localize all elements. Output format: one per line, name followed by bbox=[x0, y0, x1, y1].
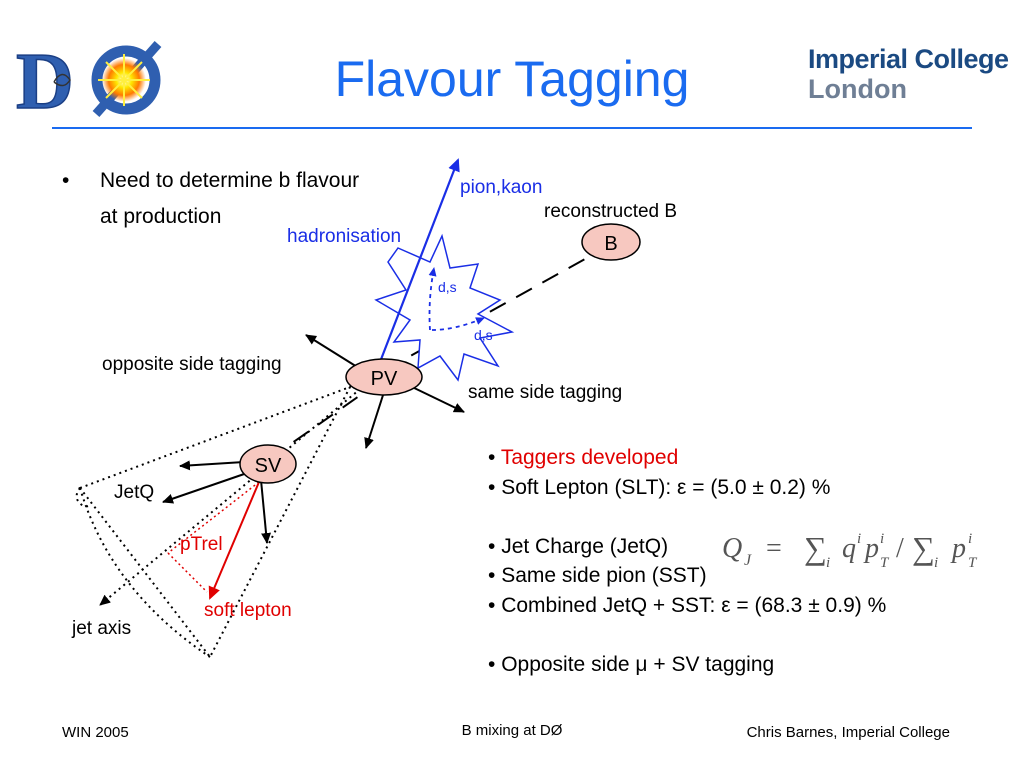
jet-charge-formula: Q J = ∑ i q i p i T / ∑ i p i T bbox=[722, 530, 978, 571]
hadronisation-label: hadronisation bbox=[287, 226, 401, 247]
formula-idx-1: i bbox=[826, 555, 830, 571]
note-opposite-text: Opposite side μ + SV tagging bbox=[501, 652, 775, 676]
quark-line-1 bbox=[428, 267, 437, 331]
bullet-dot: • bbox=[62, 169, 70, 192]
sv-node-label: SV bbox=[255, 455, 282, 477]
formula-sum-2: ∑ bbox=[912, 530, 935, 566]
same-side-label: same side tagging bbox=[468, 382, 622, 403]
note-combined: • Combined JetQ + SST: ε = (68.3 ± 0.9) … bbox=[488, 593, 887, 617]
tagger-notes: • Taggers developed • Soft Lepton (SLT):… bbox=[488, 443, 886, 679]
formula-sup-3: i bbox=[968, 531, 972, 547]
jet-cone-base bbox=[79, 487, 211, 658]
note-heading: • Taggers developed bbox=[488, 446, 679, 469]
jet-axis-label: jet axis bbox=[71, 618, 131, 639]
pion-kaon-label: pion,kaon bbox=[460, 177, 542, 198]
pion-kaon-track bbox=[378, 158, 460, 363]
flavour-tagging-diagram: B PV SV pion,kaon reconstructed B hadron… bbox=[71, 158, 677, 659]
formula-t-2: T bbox=[968, 555, 978, 571]
formula-sup-2: i bbox=[880, 531, 884, 547]
note-slt-text: Soft Lepton (SLT): ε = (5.0 ± 0.2) % bbox=[501, 475, 831, 499]
note-combined-text: Combined JetQ + SST: ε = (68.3 ± 0.9) % bbox=[501, 593, 887, 617]
logo-line2: London bbox=[808, 74, 907, 104]
footer-conference: WIN 2005 bbox=[62, 724, 129, 741]
formula-q: Q bbox=[722, 533, 742, 564]
main-bullet-line1: Need to determine b flavour bbox=[100, 169, 360, 192]
opposite-side-label: opposite side tagging bbox=[102, 354, 282, 375]
sv-track-down bbox=[260, 479, 272, 544]
note-heading-text: Taggers developed bbox=[500, 446, 679, 469]
jetq-label: JetQ bbox=[114, 482, 154, 503]
reconstructed-b-label: reconstructed B bbox=[544, 201, 677, 222]
note-jetq: • Jet Charge (JetQ) bbox=[488, 534, 669, 558]
primary-vertex-node bbox=[345, 358, 423, 396]
formula-eq: = bbox=[766, 533, 782, 564]
note-opposite: • Opposite side μ + SV tagging bbox=[488, 652, 775, 676]
quark2-label: d,s bbox=[474, 327, 493, 343]
note-spacer bbox=[488, 620, 886, 650]
ptrel-dotted-2 bbox=[167, 552, 208, 593]
hadronisation-burst bbox=[374, 233, 515, 382]
title-divider bbox=[52, 127, 972, 129]
formula-sum-1: ∑ bbox=[804, 530, 827, 566]
formula-p-1: p bbox=[863, 533, 879, 564]
soft-lepton-track bbox=[208, 481, 260, 600]
imperial-college-logo: Imperial College London bbox=[808, 46, 1009, 103]
footer-author: Chris Barnes, Imperial College bbox=[746, 724, 950, 741]
formula-sup-1: i bbox=[857, 531, 861, 547]
note-sst: • Same side pion (SST) bbox=[488, 564, 707, 587]
note-slt: • Soft Lepton (SLT): ε = (5.0 ± 0.2) % bbox=[488, 475, 831, 499]
slide-title: Flavour Tagging bbox=[334, 51, 690, 107]
formula-slash: / bbox=[896, 533, 904, 564]
secondary-vertex-node bbox=[239, 444, 297, 484]
footer-talk-title: B mixing at DØ bbox=[461, 722, 563, 739]
note-jetq-text: Jet Charge (JetQ) bbox=[501, 534, 669, 558]
formula-qi: q bbox=[842, 533, 856, 564]
pv-track-opposite bbox=[305, 334, 363, 371]
pv-track-down bbox=[364, 391, 385, 449]
sv-track-left bbox=[179, 460, 245, 471]
quark-line-2 bbox=[431, 317, 485, 331]
ptrel-label: pTrel bbox=[180, 534, 223, 555]
d0-logo-icon: D bbox=[14, 36, 164, 127]
b-meson-node bbox=[581, 223, 641, 261]
sv-track-jetq bbox=[162, 471, 251, 504]
pv-sv-line bbox=[274, 379, 383, 456]
b-node-label: B bbox=[604, 233, 617, 255]
formula-t-1: T bbox=[880, 555, 890, 571]
formula-sub-j: J bbox=[744, 552, 752, 569]
main-bullet-line2: at production bbox=[100, 205, 222, 228]
note-sst-text: Same side pion (SST) bbox=[501, 564, 707, 587]
pv-node-label: PV bbox=[371, 368, 398, 390]
soft-lepton-label: soft lepton bbox=[204, 600, 292, 621]
ptrel-dotted-1 bbox=[167, 481, 260, 554]
formula-p-2: p bbox=[950, 533, 966, 564]
formula-idx-2: i bbox=[934, 555, 938, 571]
main-bullet: • Need to determine b flavour at producti… bbox=[62, 163, 359, 235]
svg-text:D: D bbox=[16, 38, 74, 122]
logo-line1: Imperial College bbox=[808, 44, 1009, 74]
quark1-label: d,s bbox=[438, 279, 457, 295]
pv-track-same bbox=[407, 384, 465, 413]
jet-cone bbox=[75, 385, 353, 659]
